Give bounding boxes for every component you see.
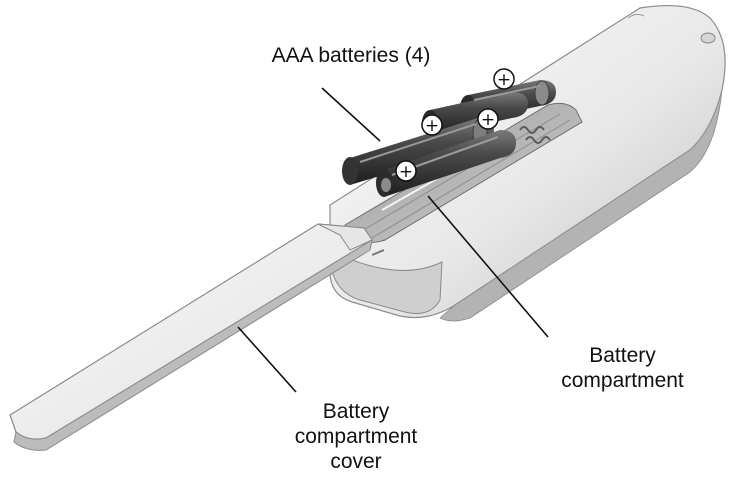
plus-symbol: +	[481, 110, 495, 130]
label-line-2: compartment	[561, 369, 684, 392]
leader-line-cover	[237, 326, 297, 393]
plus-icon: +	[477, 108, 499, 130]
battery	[376, 130, 516, 197]
spring-contact-icon	[519, 126, 551, 144]
label-aaa-batteries: AAA batteries (4)	[236, 43, 466, 68]
label-line-3: cover	[330, 450, 382, 473]
plus-symbol: +	[399, 162, 413, 182]
plus-symbol: +	[497, 70, 511, 90]
label-line-2: compartment	[294, 425, 418, 448]
plus-icon: +	[421, 114, 443, 136]
label-battery-compartment-cover: Battery compartment cover	[266, 399, 446, 474]
leader-line-batteries	[321, 87, 381, 142]
plus-icon: +	[395, 160, 417, 182]
remote-body	[329, 4, 726, 322]
battery-compartment	[344, 102, 583, 256]
battery-compartment-cover	[9, 223, 373, 451]
label-line-1: Battery	[322, 400, 390, 423]
plus-icon: +	[493, 68, 515, 90]
plus-symbol: +	[425, 116, 439, 136]
label-aaa-batteries-text: AAA batteries (4)	[271, 44, 431, 67]
label-battery-compartment: Battery compartment	[540, 343, 705, 393]
label-line-1: Battery	[589, 344, 656, 367]
leader-line-compartment	[427, 195, 549, 338]
